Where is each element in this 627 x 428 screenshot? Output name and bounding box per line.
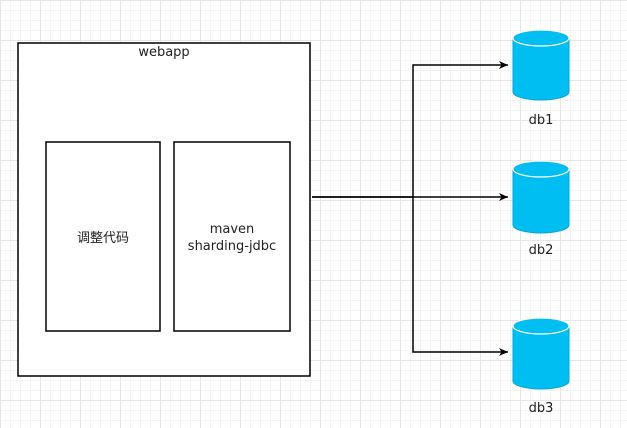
code-adjust-label: 调整代码: [77, 231, 129, 246]
connector-db1: [312, 61, 508, 198]
database-db3[interactable]: db3: [512, 317, 570, 416]
db1-label: db1: [529, 113, 554, 128]
db2-label: db2: [529, 243, 554, 258]
connectors: [312, 61, 508, 356]
connector-db3: [412, 197, 508, 356]
code-adjust-box[interactable]: 调整代码: [45, 141, 161, 332]
sharding-jdbc-box[interactable]: maven sharding-jdbc: [173, 141, 291, 332]
maven-label: maven: [210, 222, 255, 237]
database-db1[interactable]: db1: [512, 29, 570, 128]
webapp-title: webapp: [138, 45, 189, 60]
database-db2[interactable]: db2: [512, 160, 570, 258]
sharding-jdbc-label: sharding-jdbc: [188, 239, 276, 254]
db3-label: db3: [529, 401, 554, 416]
